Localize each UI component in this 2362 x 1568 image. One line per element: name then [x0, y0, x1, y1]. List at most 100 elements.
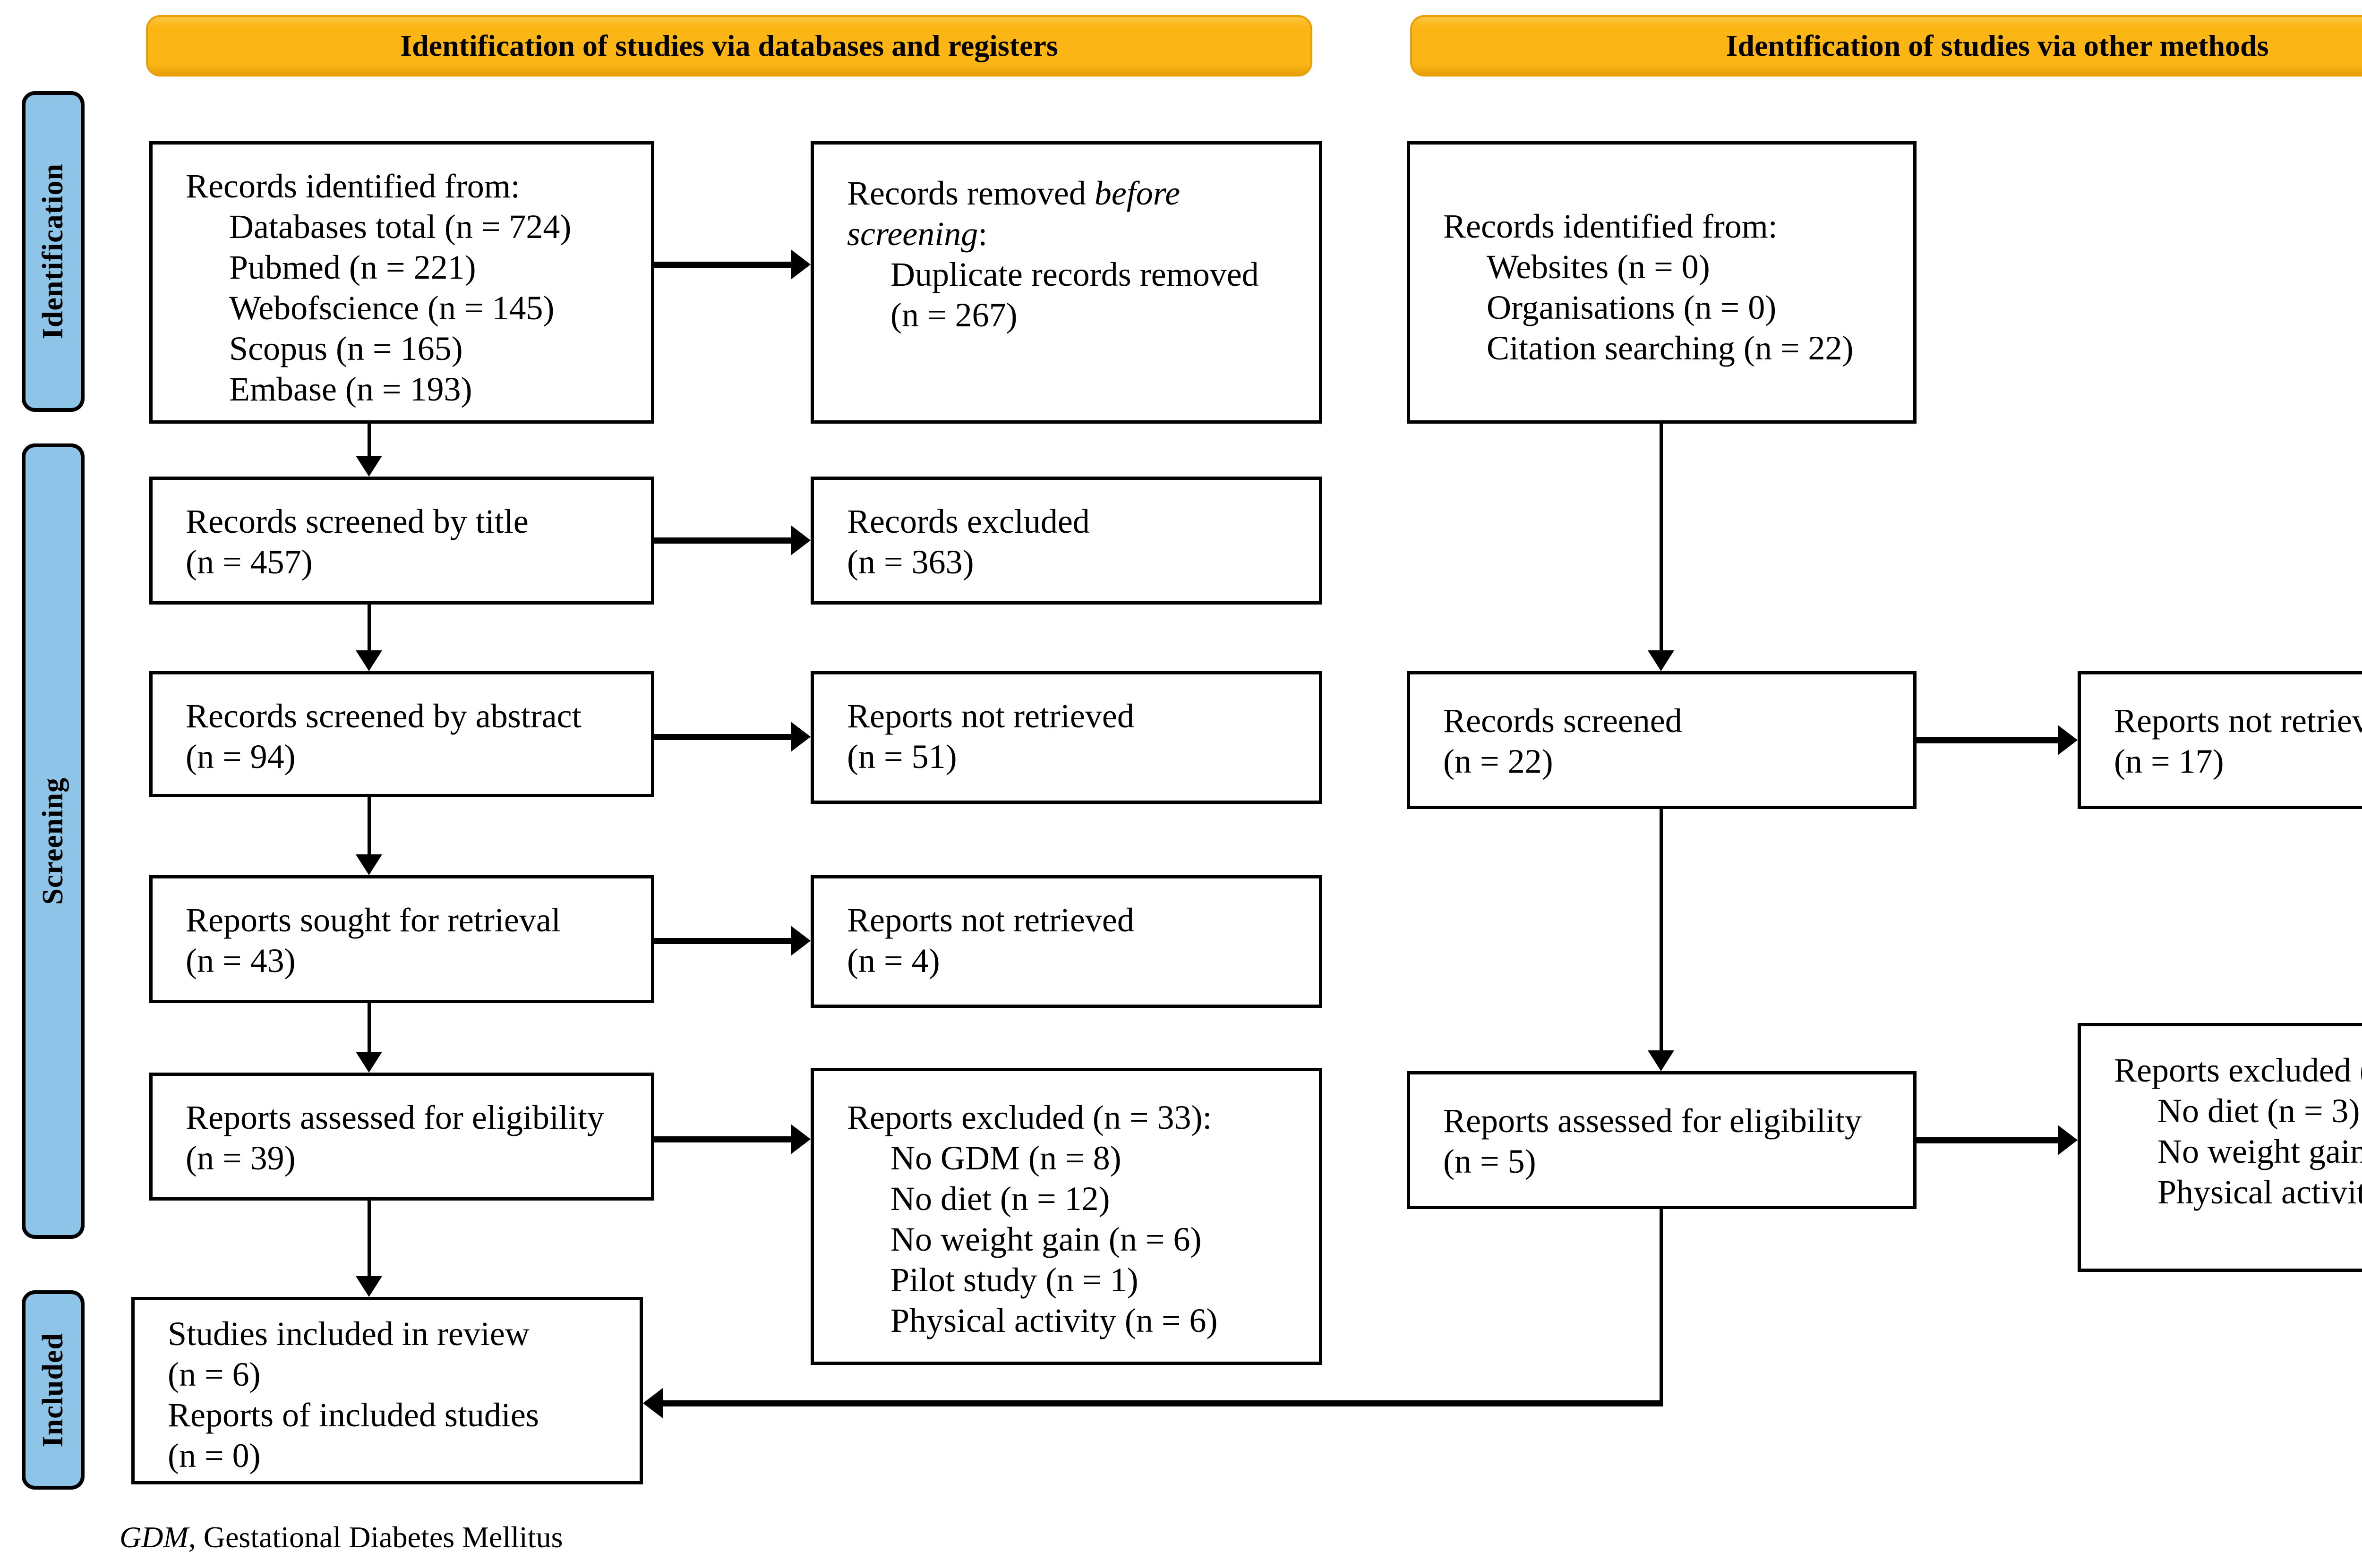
arrowhead-right-icon: [791, 1124, 811, 1154]
box-line: No diet (n = 3): [2157, 1092, 2360, 1130]
box-line: Records screened: [1443, 702, 1682, 740]
box-line: Reports excluded (n = 33):: [847, 1099, 1212, 1136]
arrow-line: [654, 537, 792, 544]
sidebar-screening-label: Screening: [37, 777, 69, 905]
box-line: Webofscience (n = 145): [229, 289, 555, 327]
box-reports-assessed-eligibility: Reports assessed for eligibility (n = 39…: [149, 1073, 654, 1201]
box-line: No GDM (n = 8): [890, 1139, 1121, 1177]
arrow-line: [1917, 1137, 2059, 1143]
arrowhead-right-icon: [791, 525, 811, 555]
arrow-line: [1660, 1209, 1663, 1406]
box-line: Records identified from:: [1443, 207, 1778, 245]
box-reports-excluded-33: Reports excluded (n = 33): No GDM (n = 8…: [811, 1068, 1322, 1365]
box-line: Organisations (n = 0): [1487, 289, 1777, 326]
sidebar-identification-label: Identification: [37, 163, 69, 340]
box-records-identified-other: Records identified from: Websites (n = 0…: [1407, 141, 1917, 424]
box-line: Citation searching (n = 22): [1487, 329, 1854, 367]
box-line: Records identified from:: [186, 167, 520, 205]
box-line: Records removed before screening:: [847, 174, 1181, 253]
sidebar-included-label: Included: [37, 1332, 69, 1448]
box-line: Physical activity (n = 1): [2157, 1173, 2362, 1211]
box-reports-assessed-eligibility-other: Reports assessed for eligibility (n = 5): [1407, 1071, 1917, 1209]
arrow-line: [368, 424, 371, 458]
arrowhead-down-icon: [356, 650, 382, 671]
arrowhead-down-icon: [1648, 650, 1674, 671]
box-line: Embase (n = 193): [229, 370, 472, 408]
arrowhead-down-icon: [356, 456, 382, 477]
box-line: Reports excluded (n = 5):: [2114, 1051, 2362, 1089]
banner-databases-registers: Identification of studies via databases …: [146, 15, 1312, 77]
arrow-line: [368, 1003, 371, 1053]
box-records-excluded: Records excluded (n = 363): [811, 477, 1322, 605]
arrow-line: [368, 797, 371, 856]
arrowhead-down-icon: [1648, 1050, 1674, 1071]
box-reports-sought-retrieval: Reports sought for retrieval (n = 43): [149, 875, 654, 1003]
arrowhead-right-icon: [2058, 725, 2078, 755]
box-line: Pilot study (n = 1): [890, 1261, 1138, 1299]
box-line: (n = 4): [847, 942, 940, 980]
box-line: Databases total (n = 724): [229, 208, 572, 246]
footnote-definition: Gestational Diabetes Mellitus: [196, 1520, 563, 1554]
banner-other-methods: Identification of studies via other meth…: [1410, 15, 2362, 77]
arrow-line: [1660, 809, 1663, 1052]
box-line: Pubmed (n = 221): [229, 248, 476, 286]
box-records-removed-before-screening: Records removed before screening: Duplic…: [811, 141, 1322, 424]
arrowhead-right-icon: [2058, 1125, 2078, 1155]
box-line: (n = 363): [847, 543, 974, 581]
box-line: Reports not retrieved: [847, 697, 1134, 735]
arrow-line: [662, 1400, 1663, 1406]
box-line: Records excluded: [847, 503, 1090, 540]
box-records-screened-title: Records screened by title (n = 457): [149, 477, 654, 605]
box-reports-excluded-5: Reports excluded (n = 5): No diet (n = 3…: [2078, 1023, 2362, 1272]
sidebar-screening: Screening: [22, 443, 85, 1239]
arrowhead-down-icon: [356, 1052, 382, 1073]
box-line: No weight gain (n = 1): [2157, 1133, 2362, 1170]
box-line: Duplicate records removed: [890, 256, 1259, 293]
arrow-line: [654, 262, 792, 268]
box-line: (n = 22): [1443, 742, 1553, 780]
box-studies-included: Studies included in review (n = 6) Repor…: [131, 1297, 643, 1484]
arrowhead-down-icon: [356, 1276, 382, 1297]
box-line: No weight gain (n = 6): [890, 1220, 1202, 1258]
box-line: (n = 267): [890, 296, 1018, 334]
arrowhead-left-icon: [643, 1388, 663, 1418]
footnote-abbr: GDM,: [120, 1520, 196, 1554]
arrowhead-right-icon: [791, 926, 811, 956]
arrowhead-down-icon: [356, 854, 382, 875]
arrow-line: [654, 938, 792, 944]
box-reports-not-retrieved-4: Reports not retrieved (n = 4): [811, 875, 1322, 1008]
box-line: (n = 5): [1443, 1142, 1536, 1180]
box-line: (n = 0): [168, 1437, 261, 1474]
arrow-line: [368, 605, 371, 652]
box-line: Reports assessed for eligibility: [1443, 1102, 1862, 1140]
box-records-screened-abstract: Records screened by abstract (n = 94): [149, 671, 654, 797]
box-line: No diet (n = 12): [890, 1180, 1110, 1218]
box-records-screened-other: Records screened (n = 22): [1407, 671, 1917, 809]
box-line: (n = 17): [2114, 742, 2224, 780]
box-line: Websites (n = 0): [1487, 248, 1710, 286]
box-line: Reports sought for retrieval: [186, 901, 561, 939]
box-line: (n = 43): [186, 942, 296, 980]
box-line: (n = 6): [168, 1355, 261, 1393]
sidebar-included: Included: [22, 1290, 85, 1490]
arrow-line: [1917, 737, 2059, 743]
box-reports-not-retrieved-51: Reports not retrieved (n = 51): [811, 671, 1322, 804]
box-reports-not-retrieved-17: Reports not retrieved (n = 17): [2078, 671, 2362, 809]
footnote-abbreviation: GDM, Gestational Diabetes Mellitus: [120, 1520, 563, 1555]
box-line: Reports of included studies: [168, 1396, 539, 1434]
box-line: Physical activity (n = 6): [890, 1302, 1218, 1339]
box-records-identified-databases: Records identified from: Databases total…: [149, 141, 654, 424]
box-line: Reports assessed for eligibility: [186, 1099, 604, 1136]
box-line: Reports not retrieved: [2114, 702, 2362, 740]
box-line: Reports not retrieved: [847, 901, 1134, 939]
box-line: Scopus (n = 165): [229, 330, 463, 367]
arrow-line: [368, 1201, 371, 1278]
box-line: Studies included in review: [168, 1315, 530, 1353]
box-line: (n = 457): [186, 543, 313, 581]
box-line: (n = 94): [186, 738, 296, 775]
box-line: (n = 51): [847, 738, 957, 775]
box-line: Records screened by title: [186, 503, 529, 540]
arrowhead-right-icon: [791, 249, 811, 280]
box-line: Records screened by abstract: [186, 697, 582, 735]
